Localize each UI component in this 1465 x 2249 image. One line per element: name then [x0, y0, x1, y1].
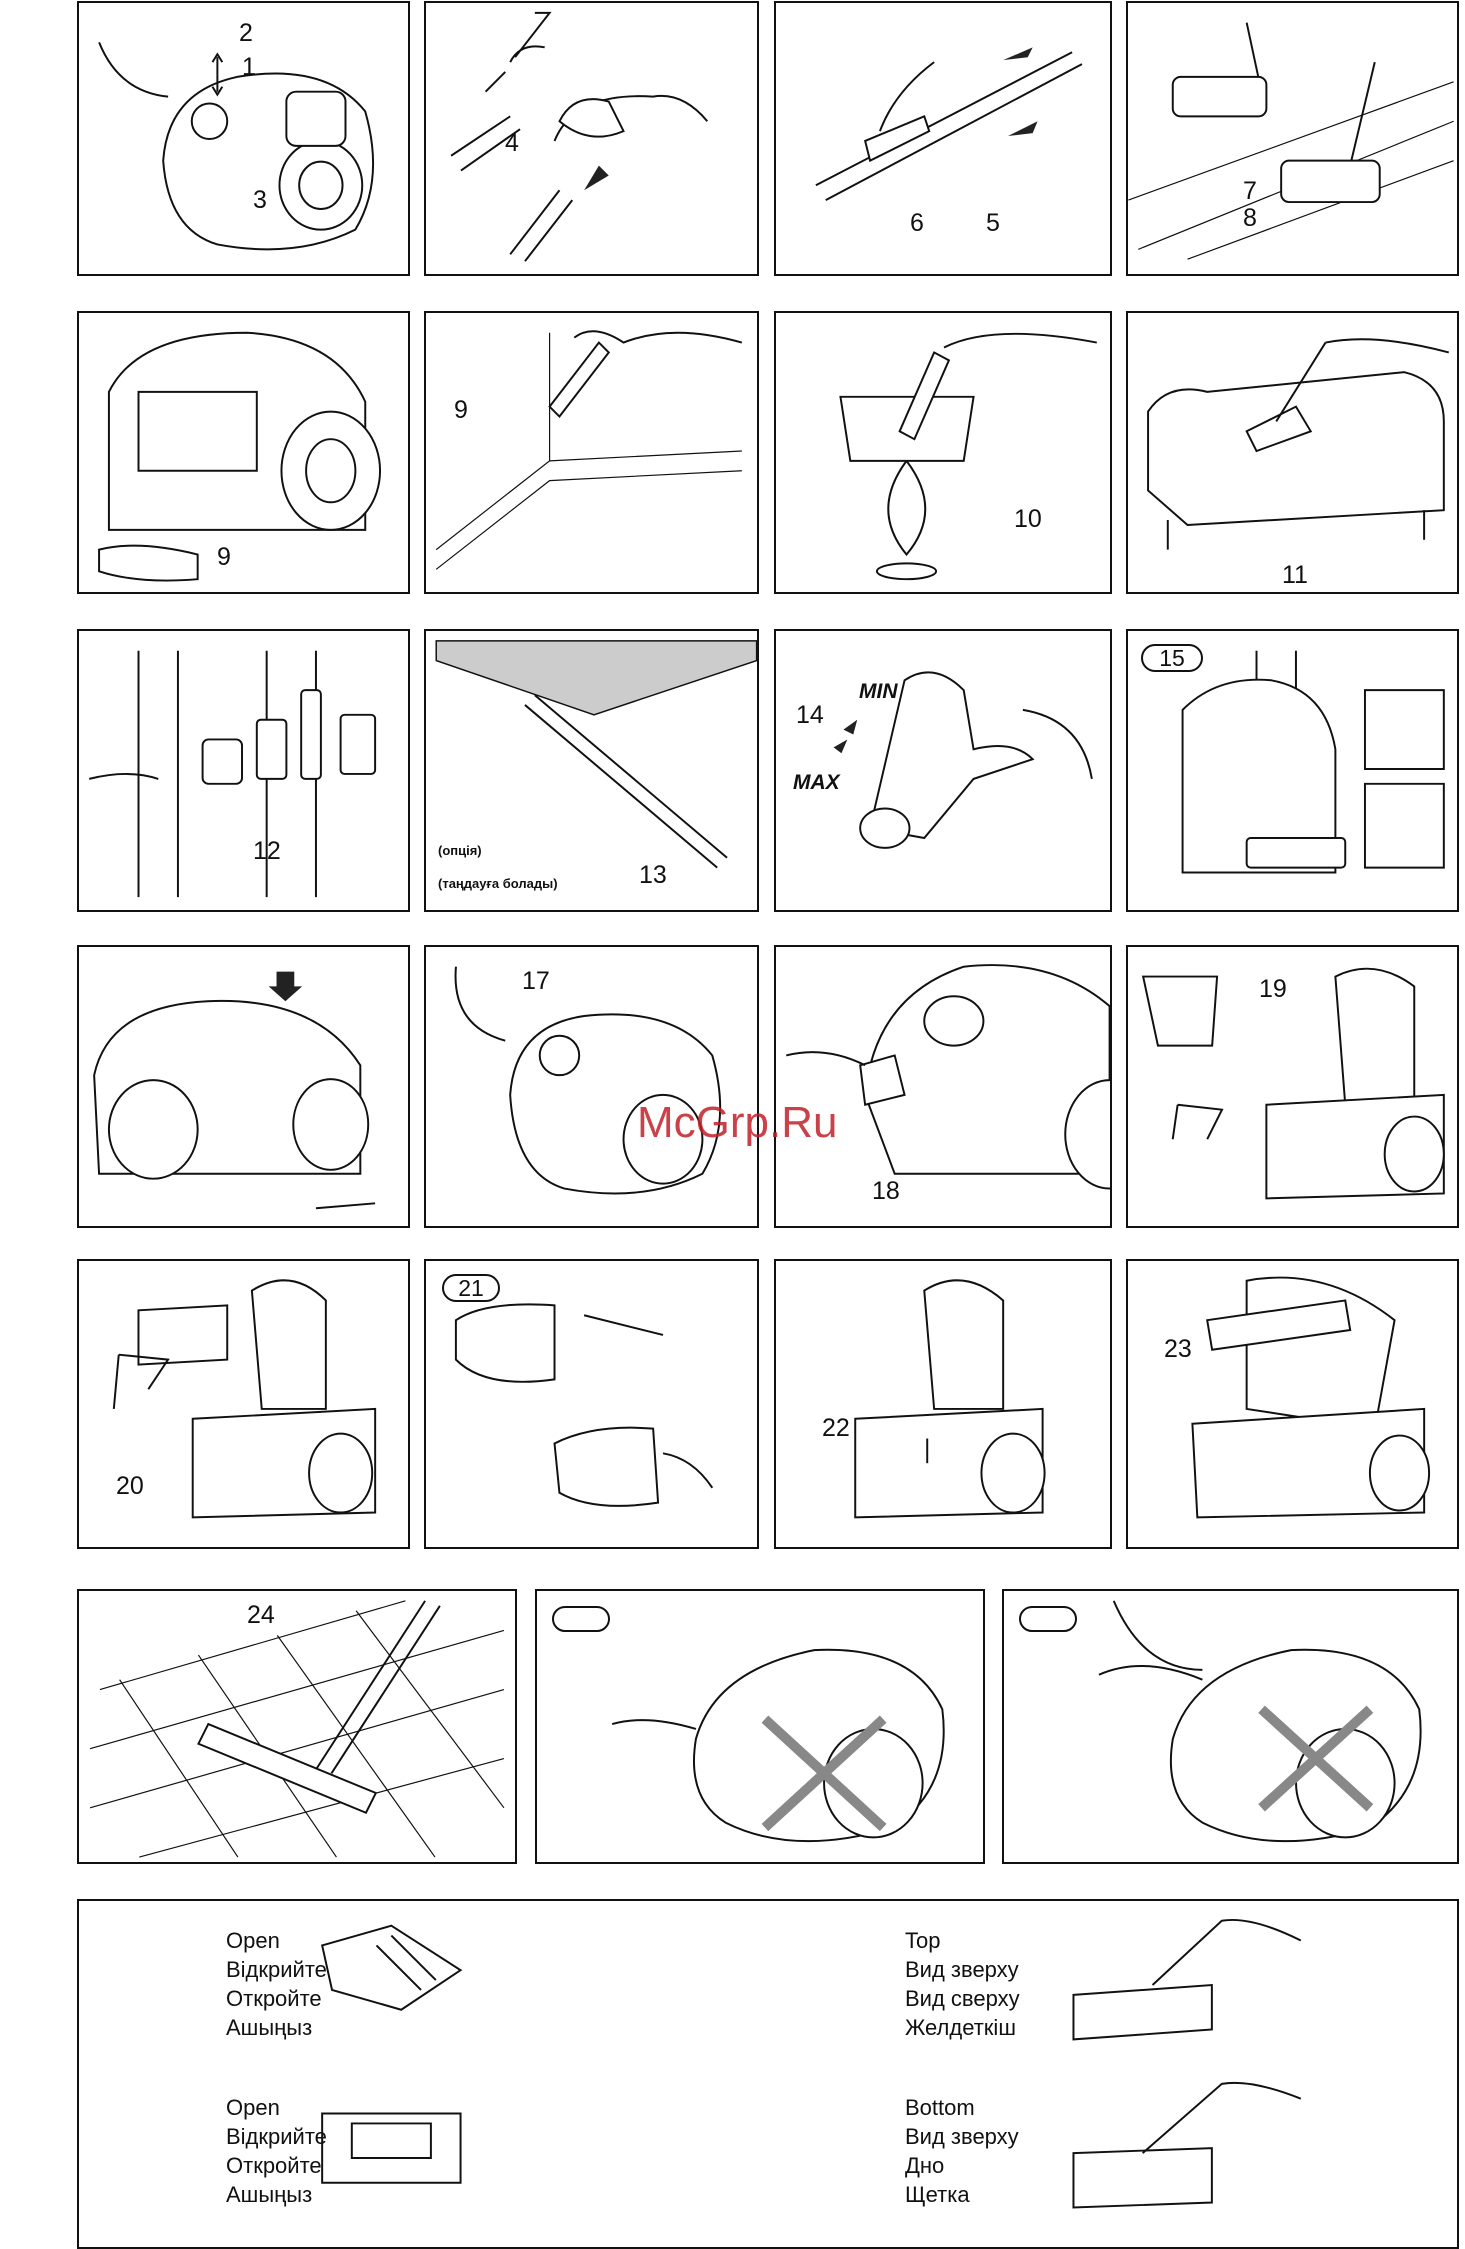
- panel-11-suction-control: MIN 14 MAX: [774, 629, 1112, 912]
- label-19: 19: [1259, 977, 1287, 1002]
- legend-top-uk: Вид зверху: [905, 1955, 1020, 1984]
- legend-top-kz: Желдеткіш: [905, 2013, 1020, 2042]
- tool-holder-illustration: [79, 631, 408, 910]
- legend-open-2: Open Відкрийте Откройте Ашыңыз: [226, 2093, 327, 2209]
- suction-min-label: MIN: [859, 680, 898, 704]
- parquet-nozzle-illustration: [79, 1591, 515, 1862]
- vacuum-rear-illustration: [79, 313, 408, 592]
- legend-top-en: Top: [905, 1926, 1020, 1955]
- panel-6-crevice-tool: 9: [424, 311, 759, 594]
- label-5: 5: [986, 211, 1000, 236]
- label-14: 14: [796, 703, 824, 728]
- label-12: 12: [253, 839, 281, 864]
- panel-16-bag-holder: 19: [1126, 945, 1459, 1228]
- label-1: 1: [242, 55, 256, 80]
- legend-open-1-uk: Відкрийте: [226, 1955, 327, 1984]
- crevice-tool-illustration: [426, 313, 757, 592]
- parking-position-illustration: [1128, 631, 1457, 910]
- bag-indicator-illustration: [426, 947, 757, 1226]
- label-17: 17: [522, 969, 550, 994]
- panel-15-cover-release: 18: [774, 945, 1112, 1228]
- panel-5-accessory-storage: 9: [77, 311, 410, 594]
- label-13: 13: [639, 863, 667, 888]
- label-3: 3: [253, 188, 267, 213]
- power-button-illustration: [79, 947, 408, 1226]
- panel-24-turbo-brush-legend: Open Відкрийте Откройте Ашыңыз Open Відк…: [77, 1899, 1459, 2249]
- legend-bottom-en: Bottom: [905, 2093, 1019, 2122]
- tube-illustration: [426, 3, 757, 274]
- label-8: 8: [1243, 206, 1257, 231]
- label-9: 9: [217, 545, 231, 570]
- panel-4-floor-nozzle: 7 8: [1126, 1, 1459, 276]
- legend-top-ru: Вид сверху: [905, 1984, 1020, 2013]
- legend-open-2-ru: Откройте: [226, 2151, 327, 2180]
- legend-bottom-kz: Щетка: [905, 2180, 1019, 2209]
- label-2: 2: [239, 21, 253, 46]
- badge-15: 15: [1141, 644, 1203, 672]
- legend-open-1: Open Відкрийте Откройте Ашыңыз: [226, 1926, 327, 2042]
- watermark: McGrp.Ru: [637, 1098, 837, 1148]
- legend-open-1-ru: Откройте: [226, 1984, 327, 2013]
- note-option-kz: (таңдауға болады): [438, 876, 558, 891]
- bag-holder-illustration: [1128, 947, 1457, 1226]
- label-20: 20: [116, 1474, 144, 1499]
- panel-10-hose-clip: (опція) (таңдауға болады) 13: [424, 629, 759, 912]
- panel-12-parking-position: 15: [1126, 629, 1459, 912]
- label-23: 23: [1164, 1337, 1192, 1362]
- motor-filter-illustration: [1128, 1261, 1457, 1547]
- legend-open-1-kz: Ашыңыз: [226, 2013, 327, 2042]
- panel-22-do-not-step: [535, 1589, 985, 1864]
- panel-9-tool-holder: 12: [77, 629, 410, 912]
- panel-14-bag-indicator: 17: [424, 945, 759, 1228]
- extension-tube-illustration: [426, 631, 757, 910]
- panel-7-dusting-brush: 10: [774, 311, 1112, 594]
- panel-8-upholstery-tool: 11: [1126, 311, 1459, 594]
- note-option: (опція): [438, 843, 482, 858]
- legend-top: Top Вид зверху Вид сверху Желдеткіш: [905, 1926, 1020, 2042]
- prohibition-illustration-2: [1004, 1591, 1457, 1862]
- suction-max-label: MAX: [793, 771, 840, 795]
- prohibition-illustration: [537, 1591, 983, 1862]
- label-18: 18: [872, 1179, 900, 1204]
- badge-21: 21: [442, 1274, 500, 1302]
- panel-20-motor-filter: 23: [1126, 1259, 1459, 1549]
- legend-open-2-kz: Ашыңыз: [226, 2180, 327, 2209]
- panel-3-telescopic-tube: 6 5: [774, 1, 1112, 276]
- upholstery-tool-illustration: [1128, 313, 1457, 592]
- label-7: 7: [1243, 179, 1257, 204]
- legend-open-2-uk: Відкрийте: [226, 2122, 327, 2151]
- panel-19-bag-check: 22: [774, 1259, 1112, 1549]
- warning-badge-1: [552, 1606, 610, 1632]
- panel-2-tube-connect: 4: [424, 1, 759, 276]
- cover-release-illustration: [776, 947, 1110, 1226]
- legend-bottom-ru: Дно: [905, 2151, 1019, 2180]
- panel-13-power-button: [77, 945, 410, 1228]
- warning-badge-2: [1019, 1606, 1077, 1632]
- label-6: 6: [910, 211, 924, 236]
- bag-seal-illustration: [426, 1261, 757, 1547]
- panel-23-do-not-lift: [1002, 1589, 1459, 1864]
- legend-open-1-en: Open: [226, 1926, 327, 1955]
- label-11: 11: [1282, 563, 1308, 588]
- label-10: 10: [1014, 507, 1042, 532]
- bag-check-illustration: [776, 1261, 1110, 1547]
- bag-insert-illustration: [79, 1261, 408, 1547]
- label-9b: 9: [454, 398, 468, 423]
- label-4: 4: [505, 131, 519, 156]
- legend-open-2-en: Open: [226, 2093, 327, 2122]
- floor-nozzle-illustration: [1128, 3, 1457, 274]
- label-24: 24: [247, 1603, 275, 1628]
- telescopic-tube-illustration: [776, 3, 1110, 274]
- panel-21-parquet-nozzle: 24: [77, 1589, 517, 1864]
- legend-bottom: Bottom Вид зверху Дно Щетка: [905, 2093, 1019, 2209]
- dusting-brush-illustration: [776, 313, 1110, 592]
- panel-18-bag-seal: 21: [424, 1259, 759, 1549]
- label-22: 22: [822, 1416, 850, 1441]
- panel-17-bag-insert: 20: [77, 1259, 410, 1549]
- legend-bottom-uk: Вид зверху: [905, 2122, 1019, 2151]
- panel-1-hose-connect: 2 1 3: [77, 1, 410, 276]
